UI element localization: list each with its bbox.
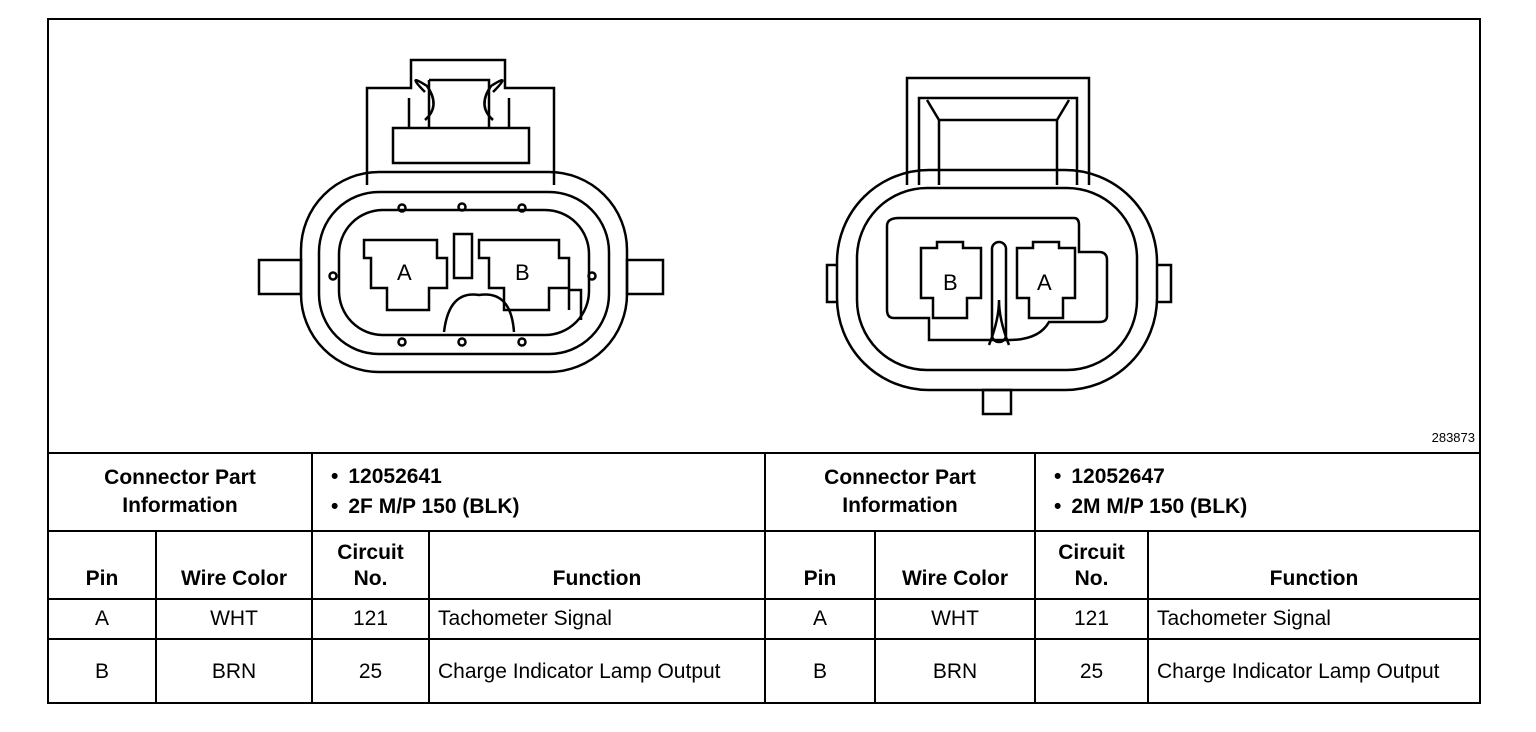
connector-diagram: A B B A [257, 58, 1173, 416]
table-row: B BRN 25 Charge Indicator Lamp Output [49, 638, 764, 704]
male-cavity-label-1: B [943, 270, 958, 295]
part-description: 2M M/P 150 (BLK) [1054, 492, 1471, 522]
circuit-no-cell: 25 [311, 638, 431, 704]
pin-cell: B [766, 638, 876, 704]
connector-drawings: A B B A 283873 [49, 20, 1479, 452]
part-number: 12052647 [1054, 462, 1471, 492]
circuit-no-cell: 25 [1034, 638, 1150, 704]
pin-cell: B [49, 638, 157, 704]
wire-color-cell: BRN [154, 638, 314, 704]
connector-table-1: Connector Part Information 12052641 2F M… [49, 454, 764, 704]
pin-cell: A [766, 598, 876, 641]
col-header-circuit-no: Circuit No. [311, 529, 431, 601]
table-row: A WHT 121 Tachometer Signal [49, 598, 764, 641]
function-cell: Charge Indicator Lamp Output [428, 638, 764, 704]
table-row: B BRN 25 Charge Indicator Lamp Output [766, 638, 1479, 704]
male-connector-drawing [825, 76, 1173, 416]
part-description: 2F M/P 150 (BLK) [331, 492, 756, 522]
table-row: A WHT 121 Tachometer Signal [766, 598, 1479, 641]
wire-color-cell: WHT [154, 598, 314, 641]
connector-tables: Connector Part Information 12052641 2F M… [49, 452, 1479, 704]
figure-id: 283873 [1431, 430, 1475, 445]
connector-part-info-list: 12052641 2F M/P 150 (BLK) [311, 454, 764, 532]
connector-table-2: Connector Part Information 12052647 2M M… [764, 454, 1479, 704]
connector-part-info-label: Connector Part Information [49, 454, 314, 532]
part-number: 12052641 [331, 462, 756, 492]
col-header-pin: Pin [49, 529, 157, 601]
col-header-circuit-no: Circuit No. [1034, 529, 1150, 601]
function-cell: Tachometer Signal [1147, 598, 1479, 641]
female-cavity-label-1: A [397, 260, 412, 285]
female-cavity-label-2: B [515, 260, 530, 285]
function-cell: Charge Indicator Lamp Output [1147, 638, 1479, 704]
circuit-no-cell: 121 [311, 598, 431, 641]
connector-part-info-list: 12052647 2M M/P 150 (BLK) [1034, 454, 1479, 532]
function-cell: Tachometer Signal [428, 598, 764, 641]
connector-part-info-label: Connector Part Information [766, 454, 1037, 532]
col-header-wire-color: Wire Color [873, 529, 1037, 601]
connector-sheet: A B B A 283873 Connector Part Informatio… [47, 18, 1481, 704]
col-header-pin: Pin [766, 529, 876, 601]
col-header-function: Function [1147, 529, 1479, 601]
female-connector-drawing [257, 58, 665, 374]
wire-color-cell: WHT [873, 598, 1037, 641]
male-cavity-label-2: A [1037, 270, 1052, 295]
col-header-wire-color: Wire Color [154, 529, 314, 601]
wire-color-cell: BRN [873, 638, 1037, 704]
pin-cell: A [49, 598, 157, 641]
col-header-function: Function [428, 529, 764, 601]
circuit-no-cell: 121 [1034, 598, 1150, 641]
